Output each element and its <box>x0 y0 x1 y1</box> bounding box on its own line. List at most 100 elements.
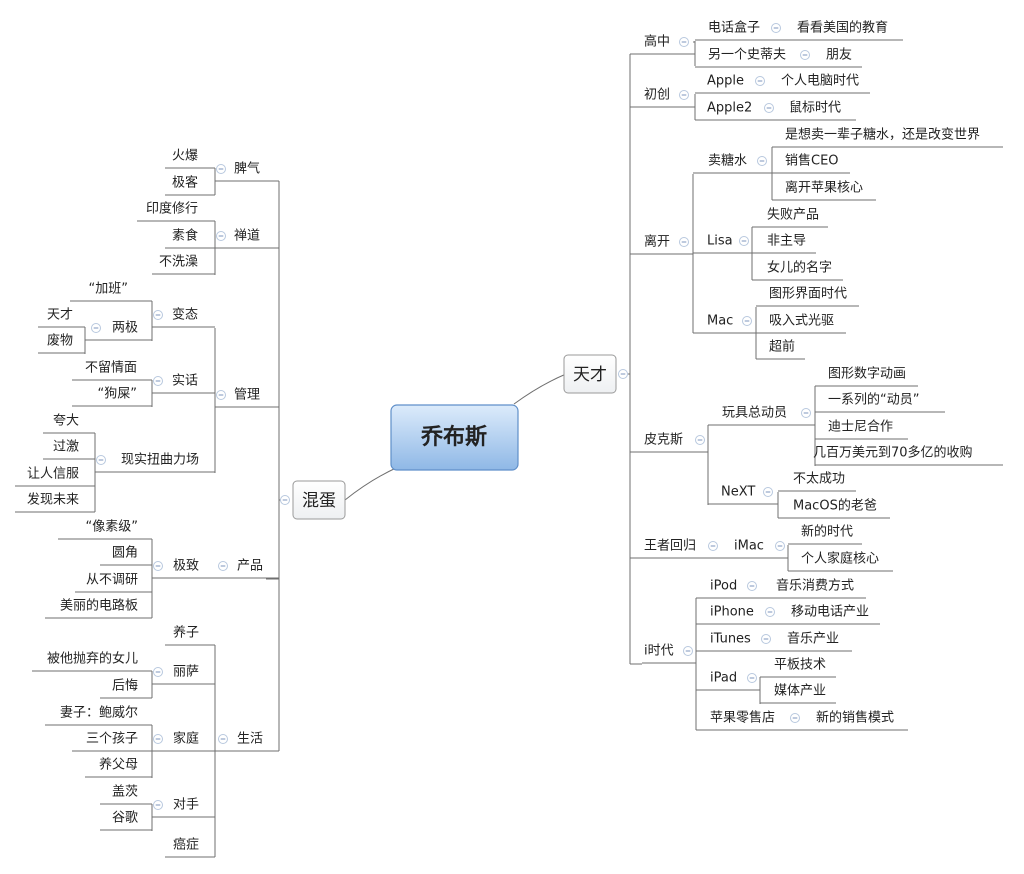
topic-sugar-water-item[interactable]: 离开苹果核心 <box>785 180 863 196</box>
collapse-toggle-icon[interactable] <box>761 634 771 644</box>
topic-itunes-note[interactable]: 音乐产业 <box>787 631 839 647</box>
collapse-toggle-icon[interactable] <box>775 541 785 551</box>
topic-zen[interactable]: 禅道 <box>234 229 260 244</box>
collapse-toggle-icon[interactable] <box>790 713 800 723</box>
topic-truth-item[interactable]: 不留情面 <box>85 361 137 376</box>
topic-apple2[interactable]: Apple2 <box>707 101 752 116</box>
topic-apple-note[interactable]: 个人电脑时代 <box>781 74 859 89</box>
collapse-toggle-icon[interactable] <box>218 734 228 744</box>
topic-family[interactable]: 家庭 <box>173 731 199 747</box>
topic-itunes[interactable]: iTunes <box>710 632 751 647</box>
topic-toy-story-item[interactable]: 图形数字动画 <box>828 367 906 382</box>
topic-extremes[interactable]: 两极 <box>112 321 138 336</box>
collapse-toggle-icon[interactable] <box>742 316 752 326</box>
collapse-toggle-icon[interactable] <box>708 541 718 551</box>
topic-rdf-item[interactable]: 夸大 <box>53 414 79 429</box>
topic-mac-item[interactable]: 超前 <box>769 339 795 355</box>
topic-cancer[interactable]: 癌症 <box>173 837 199 853</box>
topic-i-era[interactable]: i时代 <box>644 644 674 659</box>
topic-rivals-item[interactable]: 谷歌 <box>112 811 138 826</box>
topic-toy-story-item[interactable]: 一系列的“动员” <box>828 392 919 408</box>
collapse-toggle-icon[interactable] <box>153 561 163 571</box>
branch-label-jerk[interactable]: 混蛋 <box>302 491 336 511</box>
topic-rdf-item[interactable]: 让人信服 <box>27 467 79 482</box>
branch-box-genius[interactable] <box>563 354 617 394</box>
topic-zen-item[interactable]: 不洗澡 <box>159 255 198 270</box>
topic-temper-item[interactable]: 火爆 <box>172 149 198 164</box>
topic-ipod-note[interactable]: 音乐消费方式 <box>776 578 854 594</box>
collapse-toggle-icon[interactable] <box>679 237 689 247</box>
topic-mac-item[interactable]: 图形界面时代 <box>769 287 847 302</box>
topic-another-steve-note[interactable]: 朋友 <box>826 47 852 63</box>
topic-phone-box-note[interactable]: 看看美国的教育 <box>797 20 888 36</box>
topic-rivals[interactable]: 对手 <box>173 798 199 813</box>
topic-management[interactable]: 管理 <box>234 388 260 403</box>
central-topic-label[interactable]: 乔布斯 <box>420 424 487 450</box>
topic-adopted[interactable]: 养子 <box>173 625 199 641</box>
collapse-toggle-icon[interactable] <box>679 90 689 100</box>
collapse-toggle-icon[interactable] <box>801 408 811 418</box>
topic-extreme[interactable]: 极致 <box>173 559 199 574</box>
collapse-toggle-icon[interactable] <box>747 581 757 591</box>
topic-life[interactable]: 生活 <box>237 732 263 747</box>
branch-label-genius[interactable]: 天才 <box>573 365 607 385</box>
topic-extreme-item[interactable]: 从不调研 <box>86 573 138 588</box>
topic-iphone[interactable]: iPhone <box>710 605 754 620</box>
topic-extremes-item[interactable]: 废物 <box>47 333 73 349</box>
topic-imac[interactable]: iMac <box>734 539 764 554</box>
topic-life-lisa-item[interactable]: 后悔 <box>112 679 138 694</box>
topic-truth[interactable]: 实话 <box>172 374 198 389</box>
topic-zen-item[interactable]: 素食 <box>172 228 198 244</box>
topic-imac-item[interactable]: 新的时代 <box>801 524 853 540</box>
collapse-toggle-icon[interactable] <box>216 231 226 241</box>
collapse-toggle-icon[interactable] <box>153 800 163 810</box>
collapse-toggle-icon[interactable] <box>757 156 767 166</box>
topic-ipod[interactable]: iPod <box>710 579 737 594</box>
collapse-toggle-icon[interactable] <box>747 673 757 683</box>
branch-box-jerk[interactable] <box>292 480 346 520</box>
topic-family-item[interactable]: 养父母 <box>99 757 138 773</box>
collapse-toggle-icon[interactable] <box>739 236 749 246</box>
topic-pixar[interactable]: 皮克斯 <box>644 433 683 448</box>
collapse-toggle-icon[interactable] <box>280 495 290 505</box>
collapse-toggle-icon[interactable] <box>618 369 628 379</box>
topic-toy-story-item[interactable]: 几百万美元到70多亿的收购 <box>813 445 973 461</box>
collapse-toggle-icon[interactable] <box>763 487 773 497</box>
topic-sugar-water-item[interactable]: 销售CEO <box>785 153 839 169</box>
collapse-toggle-icon[interactable] <box>153 310 163 320</box>
topic-lisa[interactable]: Lisa <box>707 234 733 249</box>
topic-zen-item[interactable]: 印度修行 <box>146 201 198 217</box>
topic-next-item[interactable]: MacOS的老爸 <box>793 498 877 514</box>
topic-rdf-item[interactable]: 发现未来 <box>27 492 79 508</box>
topic-mac-item[interactable]: 吸入式光驱 <box>769 314 834 329</box>
topic-overtime[interactable]: “加班” <box>89 282 128 297</box>
collapse-toggle-icon[interactable] <box>216 390 226 400</box>
collapse-toggle-icon[interactable] <box>218 561 228 571</box>
collapse-toggle-icon[interactable] <box>695 435 705 445</box>
topic-sugar-water[interactable]: 卖糖水 <box>708 153 747 169</box>
topic-store[interactable]: 苹果零售店 <box>710 710 775 726</box>
topic-product[interactable]: 产品 <box>237 559 263 574</box>
collapse-toggle-icon[interactable] <box>153 376 163 386</box>
collapse-toggle-icon[interactable] <box>800 50 810 60</box>
topic-extreme-item[interactable]: “像素级” <box>86 520 138 535</box>
topic-rdf[interactable]: 现实扭曲力场 <box>121 453 199 468</box>
collapse-toggle-icon[interactable] <box>153 734 163 744</box>
topic-rivals-item[interactable]: 盖茨 <box>112 785 138 800</box>
topic-phone-box[interactable]: 电话盒子 <box>708 20 760 36</box>
topic-perverse[interactable]: 变态 <box>172 307 198 323</box>
topic-high-school[interactable]: 高中 <box>644 34 670 50</box>
topic-next-item[interactable]: 不太成功 <box>793 472 845 487</box>
topic-apple[interactable]: Apple <box>707 74 744 89</box>
topic-rdf-item[interactable]: 过激 <box>53 440 79 455</box>
collapse-toggle-icon[interactable] <box>771 23 781 33</box>
topic-lisa-item[interactable]: 女儿的名字 <box>767 260 832 276</box>
collapse-toggle-icon[interactable] <box>679 37 689 47</box>
topic-family-item[interactable]: 三个孩子 <box>86 732 138 747</box>
topic-apple2-note[interactable]: 鼠标时代 <box>789 101 841 116</box>
topic-life-lisa-item[interactable]: 被他抛弃的女儿 <box>47 651 138 667</box>
topic-another-steve[interactable]: 另一个史蒂夫 <box>708 48 786 63</box>
topic-mac[interactable]: Mac <box>707 314 733 329</box>
topic-founding[interactable]: 初创 <box>644 88 670 103</box>
topic-iphone-note[interactable]: 移动电话产业 <box>791 605 869 620</box>
